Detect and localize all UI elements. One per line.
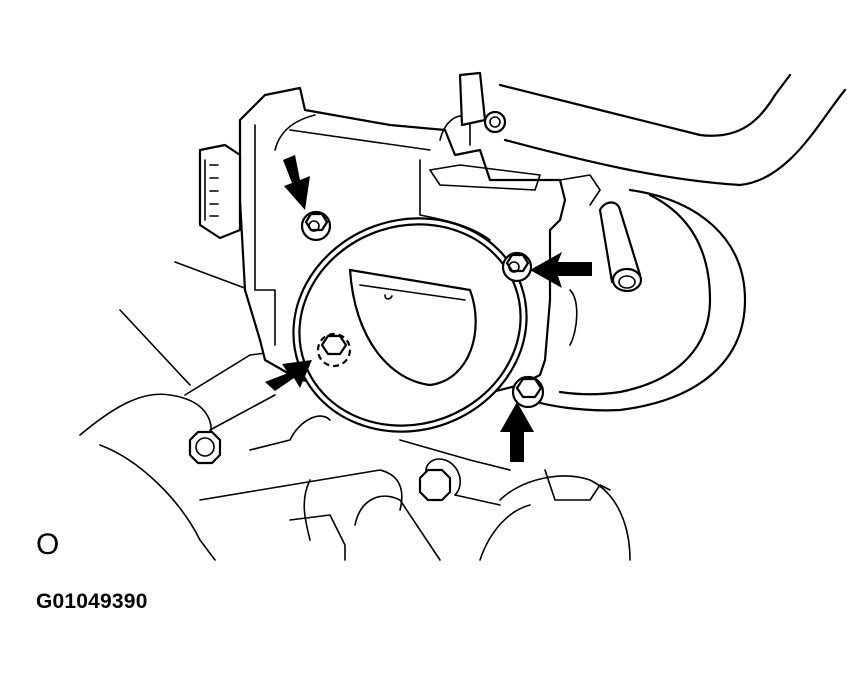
side-pipe: [559, 174, 643, 346]
arrow-icon-right-bolt: [530, 252, 592, 288]
bolt-upper-left: [300, 210, 332, 242]
lower-bolt: [418, 468, 452, 502]
top-stud-bolt: [458, 71, 507, 134]
air-duct-hose: [498, 73, 847, 412]
throttle-bore: [292, 217, 528, 433]
bolt-lower-right: [511, 375, 545, 409]
bolt-lower-left: [316, 332, 352, 368]
arrow-icon-lower-left-bolt: [265, 360, 312, 391]
view-marker-label: O: [36, 528, 60, 561]
sensor-connector: [198, 143, 242, 240]
bolt-right: [501, 251, 533, 283]
block-bolt: [188, 430, 222, 465]
figure-code-label: G01049390: [36, 590, 148, 613]
arrow-icon-upper-left-bolt: [283, 155, 310, 210]
arrow-icon-lower-right-bolt: [500, 402, 534, 462]
